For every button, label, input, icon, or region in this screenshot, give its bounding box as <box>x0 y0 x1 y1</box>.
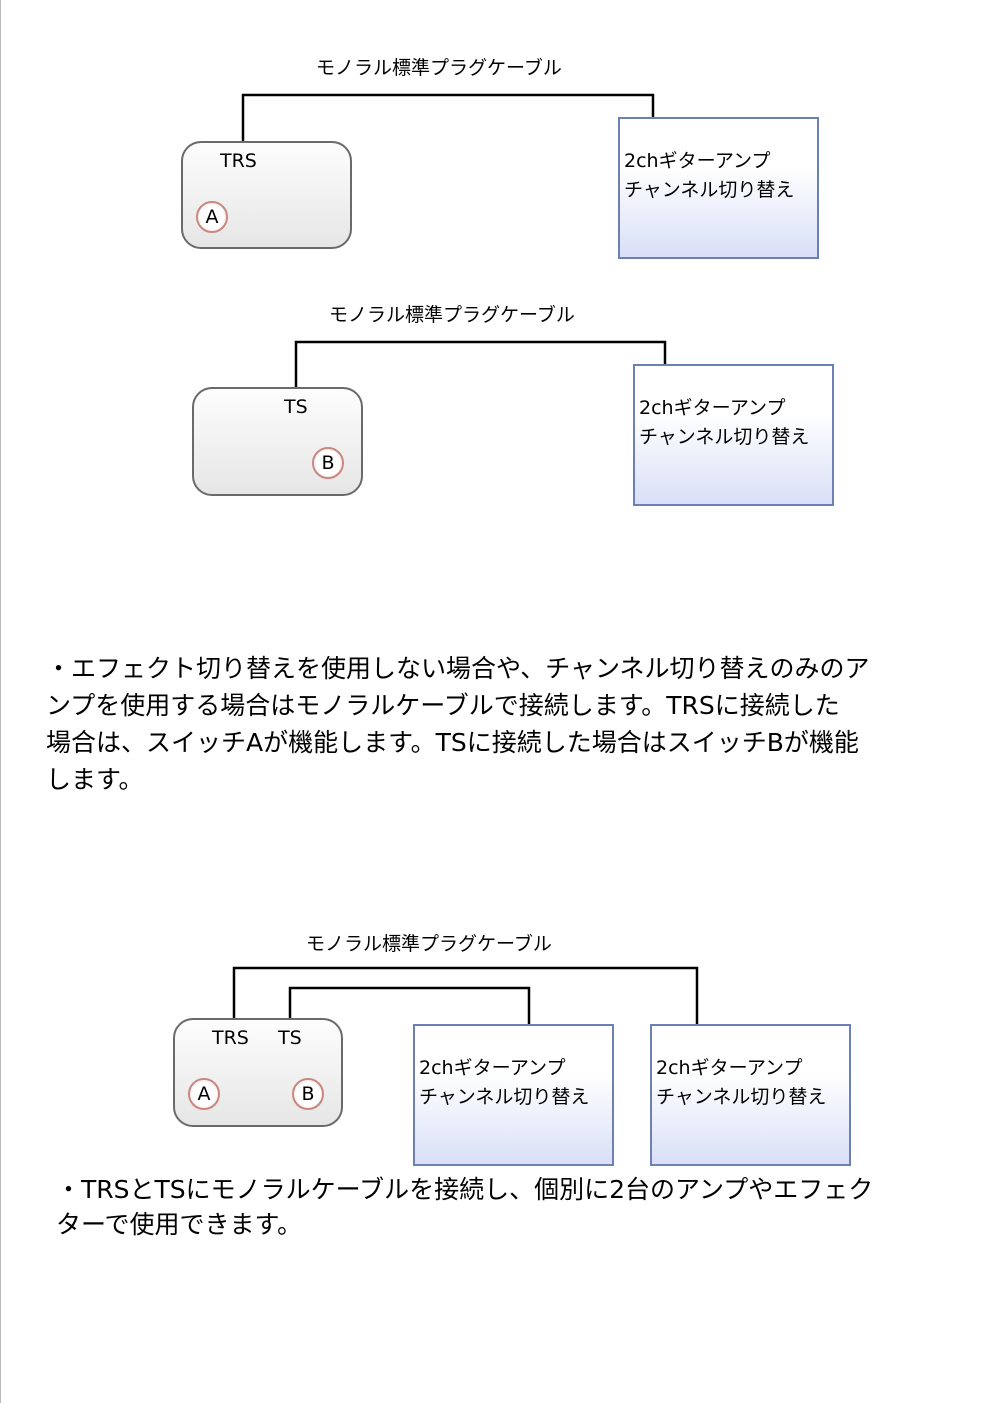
guitar-amp-1: 2chギターアンプ チャンネル切り替え <box>413 1024 614 1166</box>
cable-label: モノラル標準プラグケーブル <box>306 933 552 955</box>
text-line: します。 <box>46 765 144 794</box>
cable-label: モノラル標準プラグケーブル <box>316 57 562 79</box>
amp-label-line1: 2chギターアンプ <box>419 1057 566 1079</box>
port-label-ts: TS <box>278 1027 302 1049</box>
text-line: ターで使用できます。 <box>56 1210 303 1239</box>
amp-label-line2: チャンネル切り替え <box>419 1086 590 1108</box>
footswitch-b: B <box>292 1078 324 1110</box>
text-line: ンプを使用する場合はモノラルケーブルで接続します。TRSに接続した <box>46 691 840 720</box>
port-label-ts: TS <box>284 396 308 418</box>
footswitch-a: A <box>196 201 228 233</box>
text-line: ・エフェクト切り替えを使用しない場合や、チャンネル切り替えのみのア <box>46 654 870 683</box>
amp-label-line2: チャンネル切り替え <box>624 179 795 201</box>
guitar-amp: 2chギターアンプ チャンネル切り替え <box>618 117 819 259</box>
footswitch-b: B <box>312 447 344 479</box>
amp-label-line2: チャンネル切り替え <box>656 1086 827 1108</box>
switch-device: TRS A <box>181 141 352 249</box>
amp-label-line2: チャンネル切り替え <box>639 426 810 448</box>
cable-1 <box>241 93 655 141</box>
cable-label: モノラル標準プラグケーブル <box>329 304 575 326</box>
switch-device: TRS TS A B <box>173 1018 343 1127</box>
amp-label-line1: 2chギターアンプ <box>639 397 786 419</box>
guitar-amp: 2chギターアンプ チャンネル切り替え <box>633 364 834 506</box>
description-paragraph-1: ・エフェクト切り替えを使用しない場合や、チャンネル切り替えのみのア ンプを使用す… <box>46 650 870 798</box>
amp-label-line1: 2chギターアンプ <box>624 150 771 172</box>
description-paragraph-2: ・TRSとTSにモノラルケーブルを接続し、個別に2台のアンプやエフェク ターで使… <box>56 1172 873 1242</box>
cable-3-ts <box>288 986 531 1024</box>
text-line: ・TRSとTSにモノラルケーブルを接続し、個別に2台のアンプやエフェク <box>56 1175 874 1204</box>
text-line: 場合は、スイッチAが機能します。TSに接続した場合はスイッチBが機能 <box>46 728 859 757</box>
cable-3-trs <box>232 966 699 1024</box>
cable-2 <box>294 340 667 387</box>
port-label-trs: TRS <box>220 150 257 172</box>
switch-device: TS B <box>192 387 363 496</box>
footswitch-a: A <box>188 1078 220 1110</box>
amp-label-line1: 2chギターアンプ <box>656 1057 803 1079</box>
guitar-amp-2: 2chギターアンプ チャンネル切り替え <box>650 1024 851 1166</box>
port-label-trs: TRS <box>212 1027 249 1049</box>
